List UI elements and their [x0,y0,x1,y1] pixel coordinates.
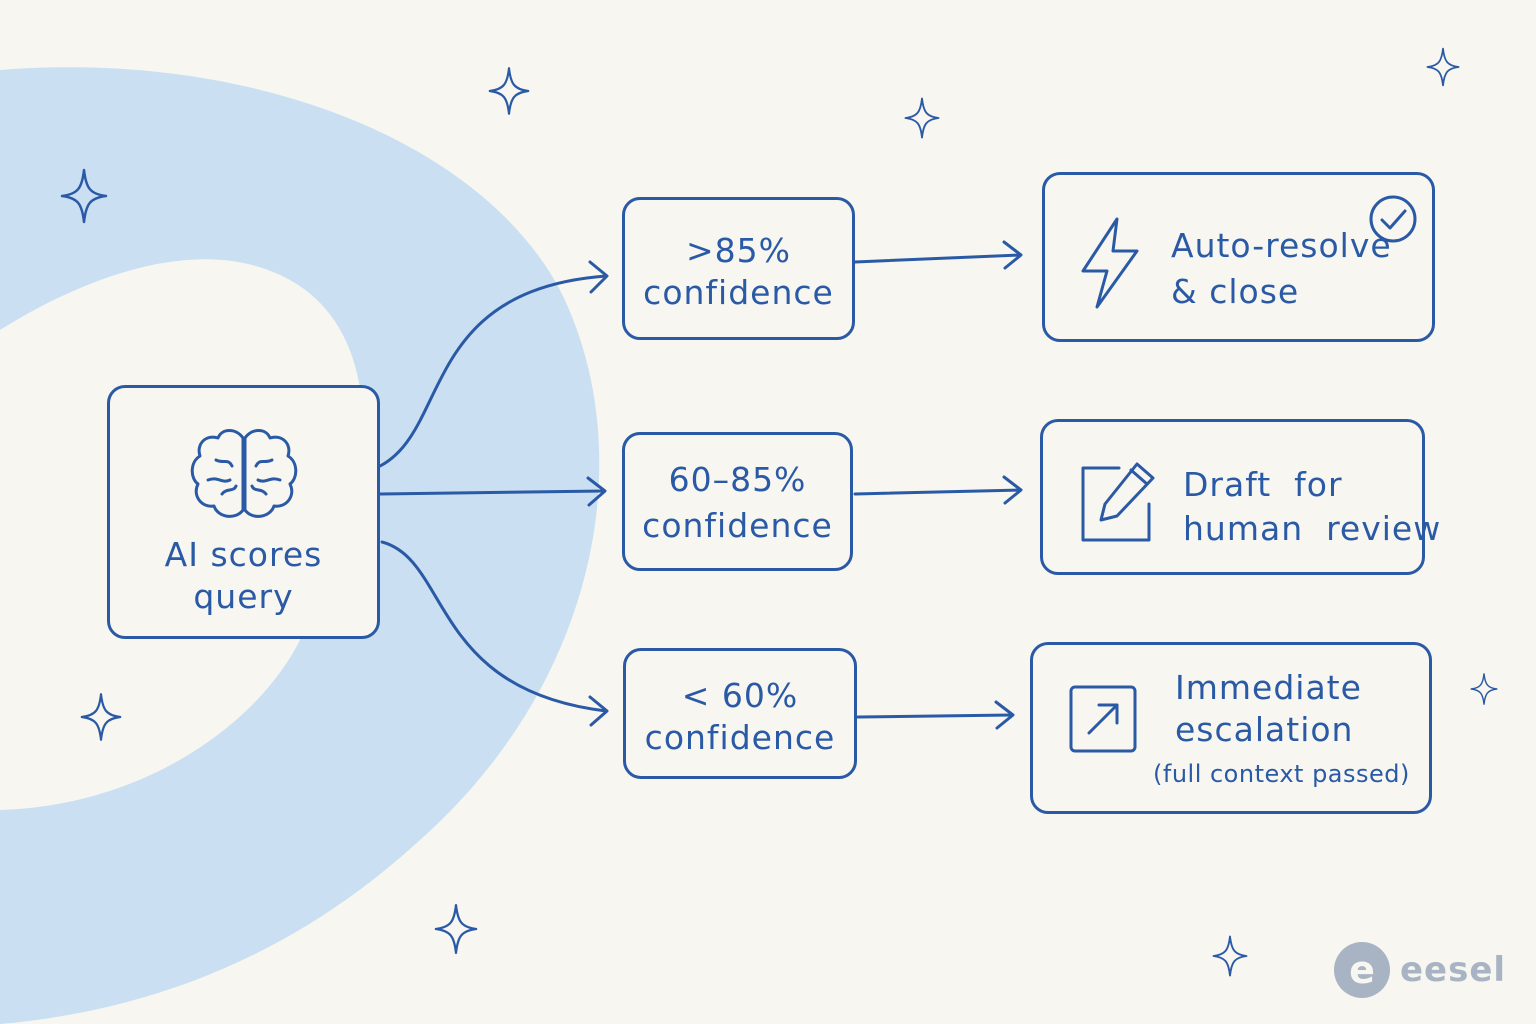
sparkle-icon [488,67,530,115]
confidence-low-label: confidence [644,718,836,757]
action-escalation-line2: escalation [1175,710,1354,749]
connector-low-to-action [856,713,1014,719]
arrow-up-right-icon [1069,685,1137,753]
sparkle-icon [60,168,108,224]
action-draft-review-line2: human review [1183,509,1442,548]
confidence-box-mid: 60–85% confidence [622,432,853,571]
action-box-draft-review: Draft for human review [1040,419,1440,575]
sparkle-icon [434,904,478,954]
source-label-line1: AI scores [164,535,323,574]
brand-watermark: e eesel [1334,940,1506,1000]
arrowhead-high-action [1002,240,1023,270]
arrowhead-low-action [994,700,1015,730]
source-node: AI scores query [107,385,380,639]
edit-icon [1081,462,1155,542]
brand-logo: e [1334,942,1390,998]
confidence-box-high: >85% confidence [622,197,855,340]
sparkle-icon [1426,47,1460,87]
lightning-icon [1081,217,1139,309]
action-auto-resolve-line2: & close [1171,272,1300,311]
confidence-high-label: confidence [643,273,834,312]
confidence-mid-value: 60–85% [668,460,807,499]
confidence-low-value: < 60% [681,676,799,715]
sparkle-icon [1470,673,1498,705]
action-box-auto-resolve: Auto-resolve & close [1042,172,1435,342]
arrowhead-mid [586,476,607,507]
connector-mid-to-action [853,488,1022,496]
action-escalation-line1: Immediate [1175,668,1362,707]
action-box-escalation: Immediate escalation (full context passe… [1030,642,1432,814]
sparkle-icon [80,693,122,741]
confidence-high-value: >85% [686,231,791,270]
action-auto-resolve-line1: Auto-resolve [1171,226,1392,265]
source-label-line2: query [193,577,294,616]
arrowhead-low [588,695,609,727]
arrowhead-high [588,260,609,294]
action-escalation-note: (full context passed) [1153,760,1410,788]
connector-high-to-action [853,253,1022,264]
action-draft-review-line1: Draft for [1183,465,1343,504]
confidence-mid-label: confidence [642,506,833,545]
check-circle-icon [1369,195,1417,243]
connector-source-to-high [378,274,608,468]
arrowhead-mid-action [1002,475,1023,505]
brain-icon [190,429,298,518]
confidence-box-low: < 60% confidence [623,648,857,779]
sparkle-icon [904,97,940,139]
sparkle-icon [1212,935,1248,977]
connector-source-to-mid [378,489,606,496]
brand-name: eesel [1400,950,1507,990]
connector-source-to-low [380,540,608,713]
